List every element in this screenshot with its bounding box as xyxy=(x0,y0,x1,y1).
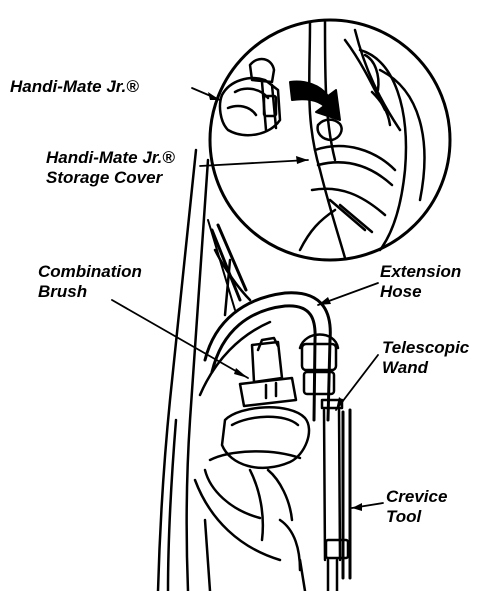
crevice-tool-label-line2: Tool xyxy=(386,507,447,527)
extension-hose-label-line2: Hose xyxy=(380,282,461,302)
combination-brush-label-line1: Combination xyxy=(38,262,142,282)
crevice-tool-label-line1: Crevice xyxy=(386,487,447,507)
telescopic-wand-label-line1: Telescopic xyxy=(382,338,469,358)
telescopic-wand xyxy=(322,400,342,591)
extension-hose-label-line1: Extension xyxy=(380,262,461,282)
motor-base xyxy=(195,407,309,591)
handi-mate-label-text: Handi-Mate Jr.® xyxy=(10,77,139,97)
label-telescopic-wand: Telescopic Wand xyxy=(382,338,469,378)
telescopic-wand-label-line2: Wand xyxy=(382,358,469,378)
label-combination-brush: Combination Brush xyxy=(38,262,142,302)
storage-cover-label-line2: Storage Cover xyxy=(46,168,175,188)
storage-cover-label-line1: Handi-Mate Jr.® xyxy=(46,148,175,168)
label-storage-cover: Handi-Mate Jr.® Storage Cover xyxy=(46,148,175,188)
label-crevice-tool: Crevice Tool xyxy=(386,487,447,527)
label-extension-hose: Extension Hose xyxy=(380,262,461,302)
combination-brush xyxy=(240,338,296,406)
label-handi-mate-jr: Handi-Mate Jr.® xyxy=(10,77,139,97)
combination-brush-label-line2: Brush xyxy=(38,282,142,302)
